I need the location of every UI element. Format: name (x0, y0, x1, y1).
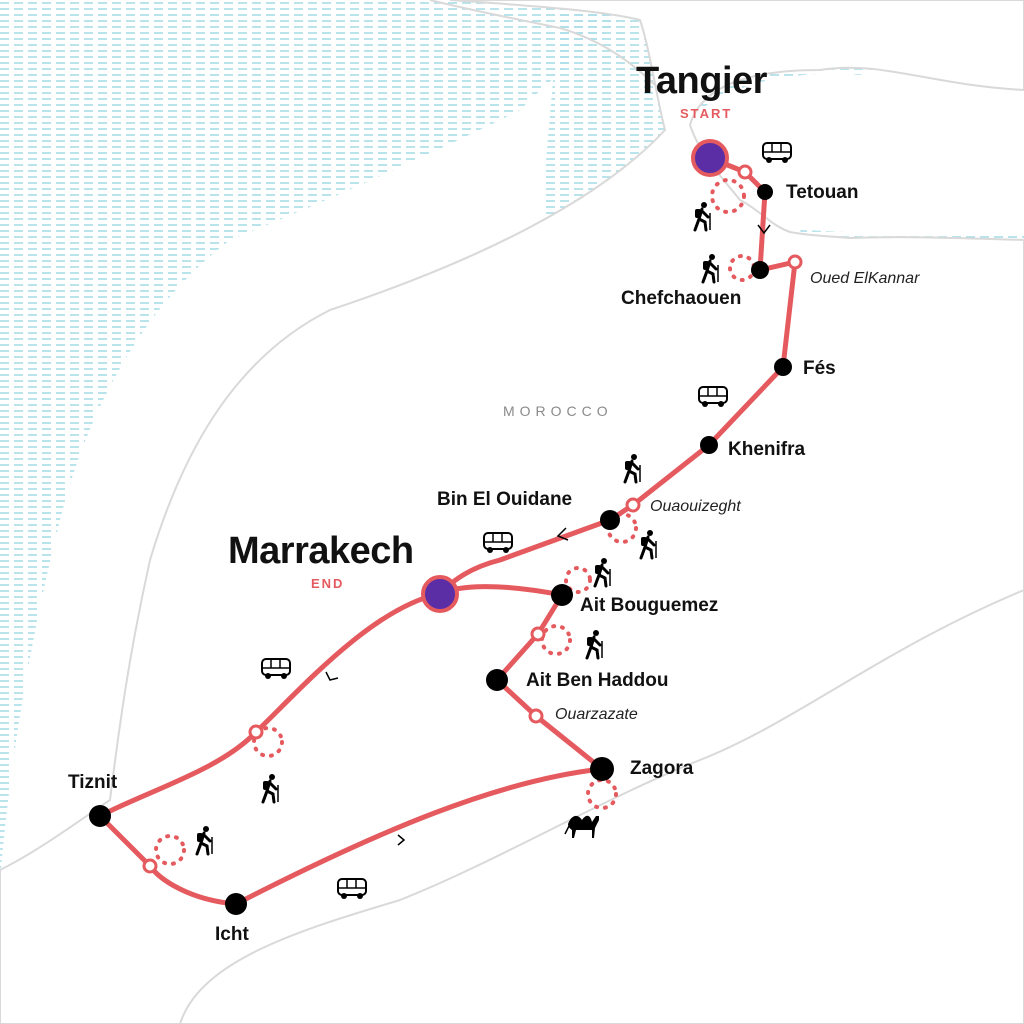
end-marker (421, 575, 459, 613)
bus-icon (698, 386, 728, 408)
city-label-khenifra: Khenifra (728, 439, 806, 460)
city-label-chefchaouen: Chefchaouen (621, 288, 742, 309)
city-label-ait-ben-haddou: Ait Ben Haddou (526, 670, 669, 691)
bus-icon (337, 878, 367, 900)
start-marker (691, 139, 729, 177)
stop-label-oued-elkannar: Oued ElKannar (810, 270, 920, 287)
bus-icon (762, 142, 792, 164)
country-label: MOROCCO (503, 403, 613, 419)
camel-icon (564, 815, 599, 838)
city-label-ait-bouguemez: Ait Bouguemez (580, 595, 719, 616)
city-label-bin-el-ouidane: Bin El Ouidane (437, 489, 573, 510)
bus-icon (261, 658, 291, 680)
bus-icon (483, 532, 513, 554)
stop-label-ouaouizeght: Ouaouizeght (650, 498, 741, 515)
city-label-tetouan: Tetouan (786, 182, 859, 203)
city-label-icht: Icht (215, 924, 249, 945)
city-label-fes: Fés (803, 358, 836, 379)
stop-markers (142, 164, 803, 874)
start-tag: START (680, 106, 733, 121)
city-label-zagora: Zagora (630, 758, 694, 779)
city-label-tiznit: Tiznit (68, 772, 118, 793)
stop-label-ouarzazate: Ouarzazate (555, 706, 638, 723)
start-city-label: Tangier (636, 60, 767, 102)
end-tag: END (311, 576, 345, 591)
city-dots (89, 184, 792, 915)
direction-arrow-icon (325, 224, 771, 846)
end-city-label: Marrakech (228, 530, 414, 572)
